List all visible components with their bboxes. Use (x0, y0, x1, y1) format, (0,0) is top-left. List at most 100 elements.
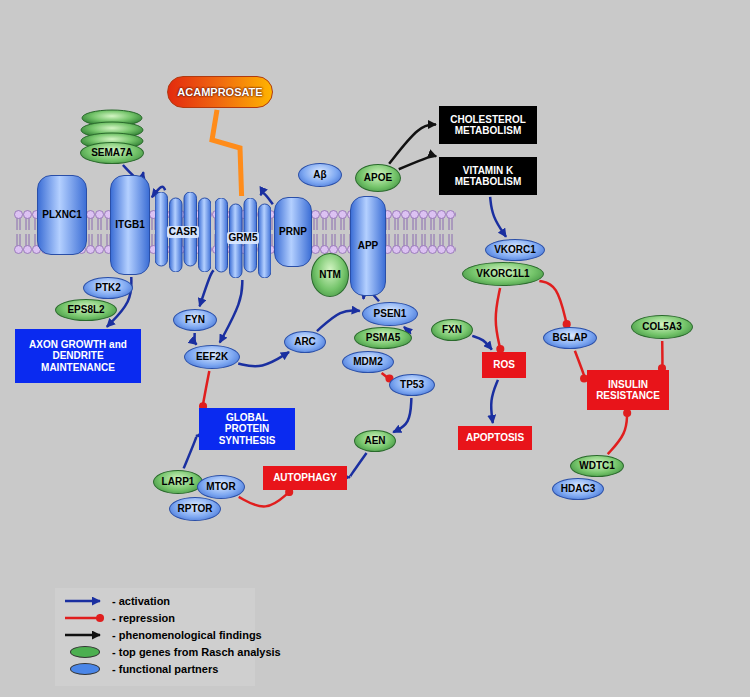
node-label: GLOBAL PROTEIN SYNTHESIS (203, 412, 291, 447)
activation-arrow (490, 197, 506, 237)
legend-row: - functional partners (62, 661, 218, 677)
partner-gene-ellipse: PSEN1 (362, 302, 418, 326)
activation-arrow (491, 380, 498, 423)
legend-sample (62, 645, 108, 659)
legend-text: - functional partners (112, 663, 218, 675)
node-label: SEMA7A (91, 147, 133, 159)
helix-cylinder (215, 198, 228, 272)
receptor-shape: PRNP (274, 197, 312, 267)
activation-arrow (393, 398, 411, 432)
lightning-bolt (212, 110, 242, 196)
legend-swatch (70, 646, 100, 658)
node-label: ITGB1 (115, 219, 144, 231)
node-label: EPS8L2 (67, 304, 104, 316)
node-label: FYN (185, 314, 205, 326)
top-gene-ellipse: COL5A3 (631, 315, 693, 339)
activation-arrow (261, 193, 273, 204)
node-label: FXN (442, 324, 462, 336)
helix-cylinder (155, 192, 168, 266)
legend-line-sample (62, 611, 108, 625)
node-label: Aβ (313, 169, 326, 181)
node-label: AUTOPHAGY (273, 472, 337, 484)
partner-gene-ellipse: FYN (173, 309, 217, 331)
legend-row: - top genes from Rasch analysis (62, 644, 281, 660)
partner-gene-ellipse: EEF2K (184, 345, 240, 369)
legend-row: - phenomenological findings (62, 627, 262, 643)
top-gene-ellipse: FXN (431, 319, 473, 341)
legend-line (65, 600, 100, 603)
top-gene-ellipse: EPS8L2 (55, 299, 117, 321)
legend-swatch (70, 663, 100, 675)
finding-arrow (399, 156, 436, 169)
top-gene-ellipse: SEMA7A (80, 142, 144, 164)
partner-gene-ellipse: Aβ (298, 163, 342, 187)
partner-gene-ellipse: MTOR (197, 475, 245, 499)
legend-sample (62, 662, 108, 676)
node-label: RPTOR (178, 503, 213, 515)
top-gene-ellipse: APOE (355, 164, 401, 192)
receptor-shape: ITGB1 (110, 175, 150, 275)
node-label: PRNP (279, 226, 307, 238)
node-label: INSULIN RESISTANCE (591, 379, 665, 402)
activation-arrow (350, 453, 367, 477)
node-label: CHOLESTEROL METABOLISM (443, 114, 533, 137)
partner-gene-ellipse: BGLAP (543, 327, 597, 349)
node-label: ARC (294, 336, 316, 348)
helix-cylinder (259, 204, 272, 278)
process-box: GLOBAL PROTEIN SYNTHESIS (199, 408, 295, 451)
top-gene-ellipse: AEN (354, 430, 396, 452)
repression-line (496, 288, 501, 349)
legend-line (65, 617, 100, 620)
top-gene-ellipse: LARP1 (153, 470, 203, 494)
partner-gene-ellipse: TP53 (389, 374, 435, 396)
phenomenon-box: VITAMIN K METABOLISM (439, 157, 537, 195)
node-label: EEF2K (196, 351, 228, 363)
transmembrane-receptor: GRM5 (215, 198, 271, 278)
node-label: COL5A3 (642, 321, 681, 333)
node-label: APOE (364, 172, 392, 184)
partner-gene-ellipse: ARC (284, 331, 326, 353)
activation-arrow (184, 436, 197, 469)
legend-line-sample (62, 628, 108, 642)
node-label: TP53 (400, 379, 424, 391)
node-label: HDAC3 (561, 483, 595, 495)
process-box: AXON GROWTH and DENDRITE MAINTENANCE (15, 329, 141, 383)
partner-gene-ellipse: RPTOR (169, 497, 221, 521)
outcome-box: AUTOPHAGY (263, 466, 347, 490)
node-label: VKORC1 (494, 244, 536, 256)
transmembrane-receptor: CASR (155, 192, 211, 272)
activation-arrow (317, 310, 360, 331)
top-gene-ellipse: PSMA5 (354, 327, 412, 349)
legend-line (65, 634, 100, 637)
partner-gene-ellipse: MDM2 (342, 351, 394, 373)
legend-row: - repression (62, 610, 175, 626)
partner-gene-ellipse: HDAC3 (552, 478, 604, 500)
outcome-box: ROS (482, 352, 526, 378)
legend-sample (62, 611, 108, 625)
node-label: PSMA5 (366, 332, 400, 344)
partner-gene-ellipse: VKORC1 (485, 239, 545, 261)
activation-arrow (472, 336, 492, 350)
activation-arrow (200, 270, 214, 306)
node-label: VKORC1L1 (476, 268, 529, 280)
node-label: CASR (167, 226, 199, 238)
activation-arrow (220, 280, 243, 343)
legend-text: - activation (112, 595, 170, 607)
top-gene-ellipse: NTM (311, 253, 349, 297)
repression-line (661, 341, 664, 368)
node-label: WDTC1 (579, 460, 615, 472)
node-label: MDM2 (353, 356, 382, 368)
node-label: AEN (364, 435, 385, 447)
repression-line (203, 371, 209, 406)
legend-row: - activation (62, 593, 170, 609)
receptor-shape: APP (350, 196, 386, 296)
receptor-shape: PLXNC1 (37, 175, 86, 255)
top-gene-ellipse: VKORC1L1 (462, 262, 544, 286)
outcome-box: INSULIN RESISTANCE (587, 370, 669, 410)
repression-line (608, 413, 627, 454)
activation-arrow (195, 333, 197, 344)
activation-arrow (238, 352, 289, 366)
node-label: BGLAP (553, 332, 588, 344)
outcome-box: APOPTOSIS (458, 426, 532, 450)
node-label: MTOR (206, 481, 235, 493)
